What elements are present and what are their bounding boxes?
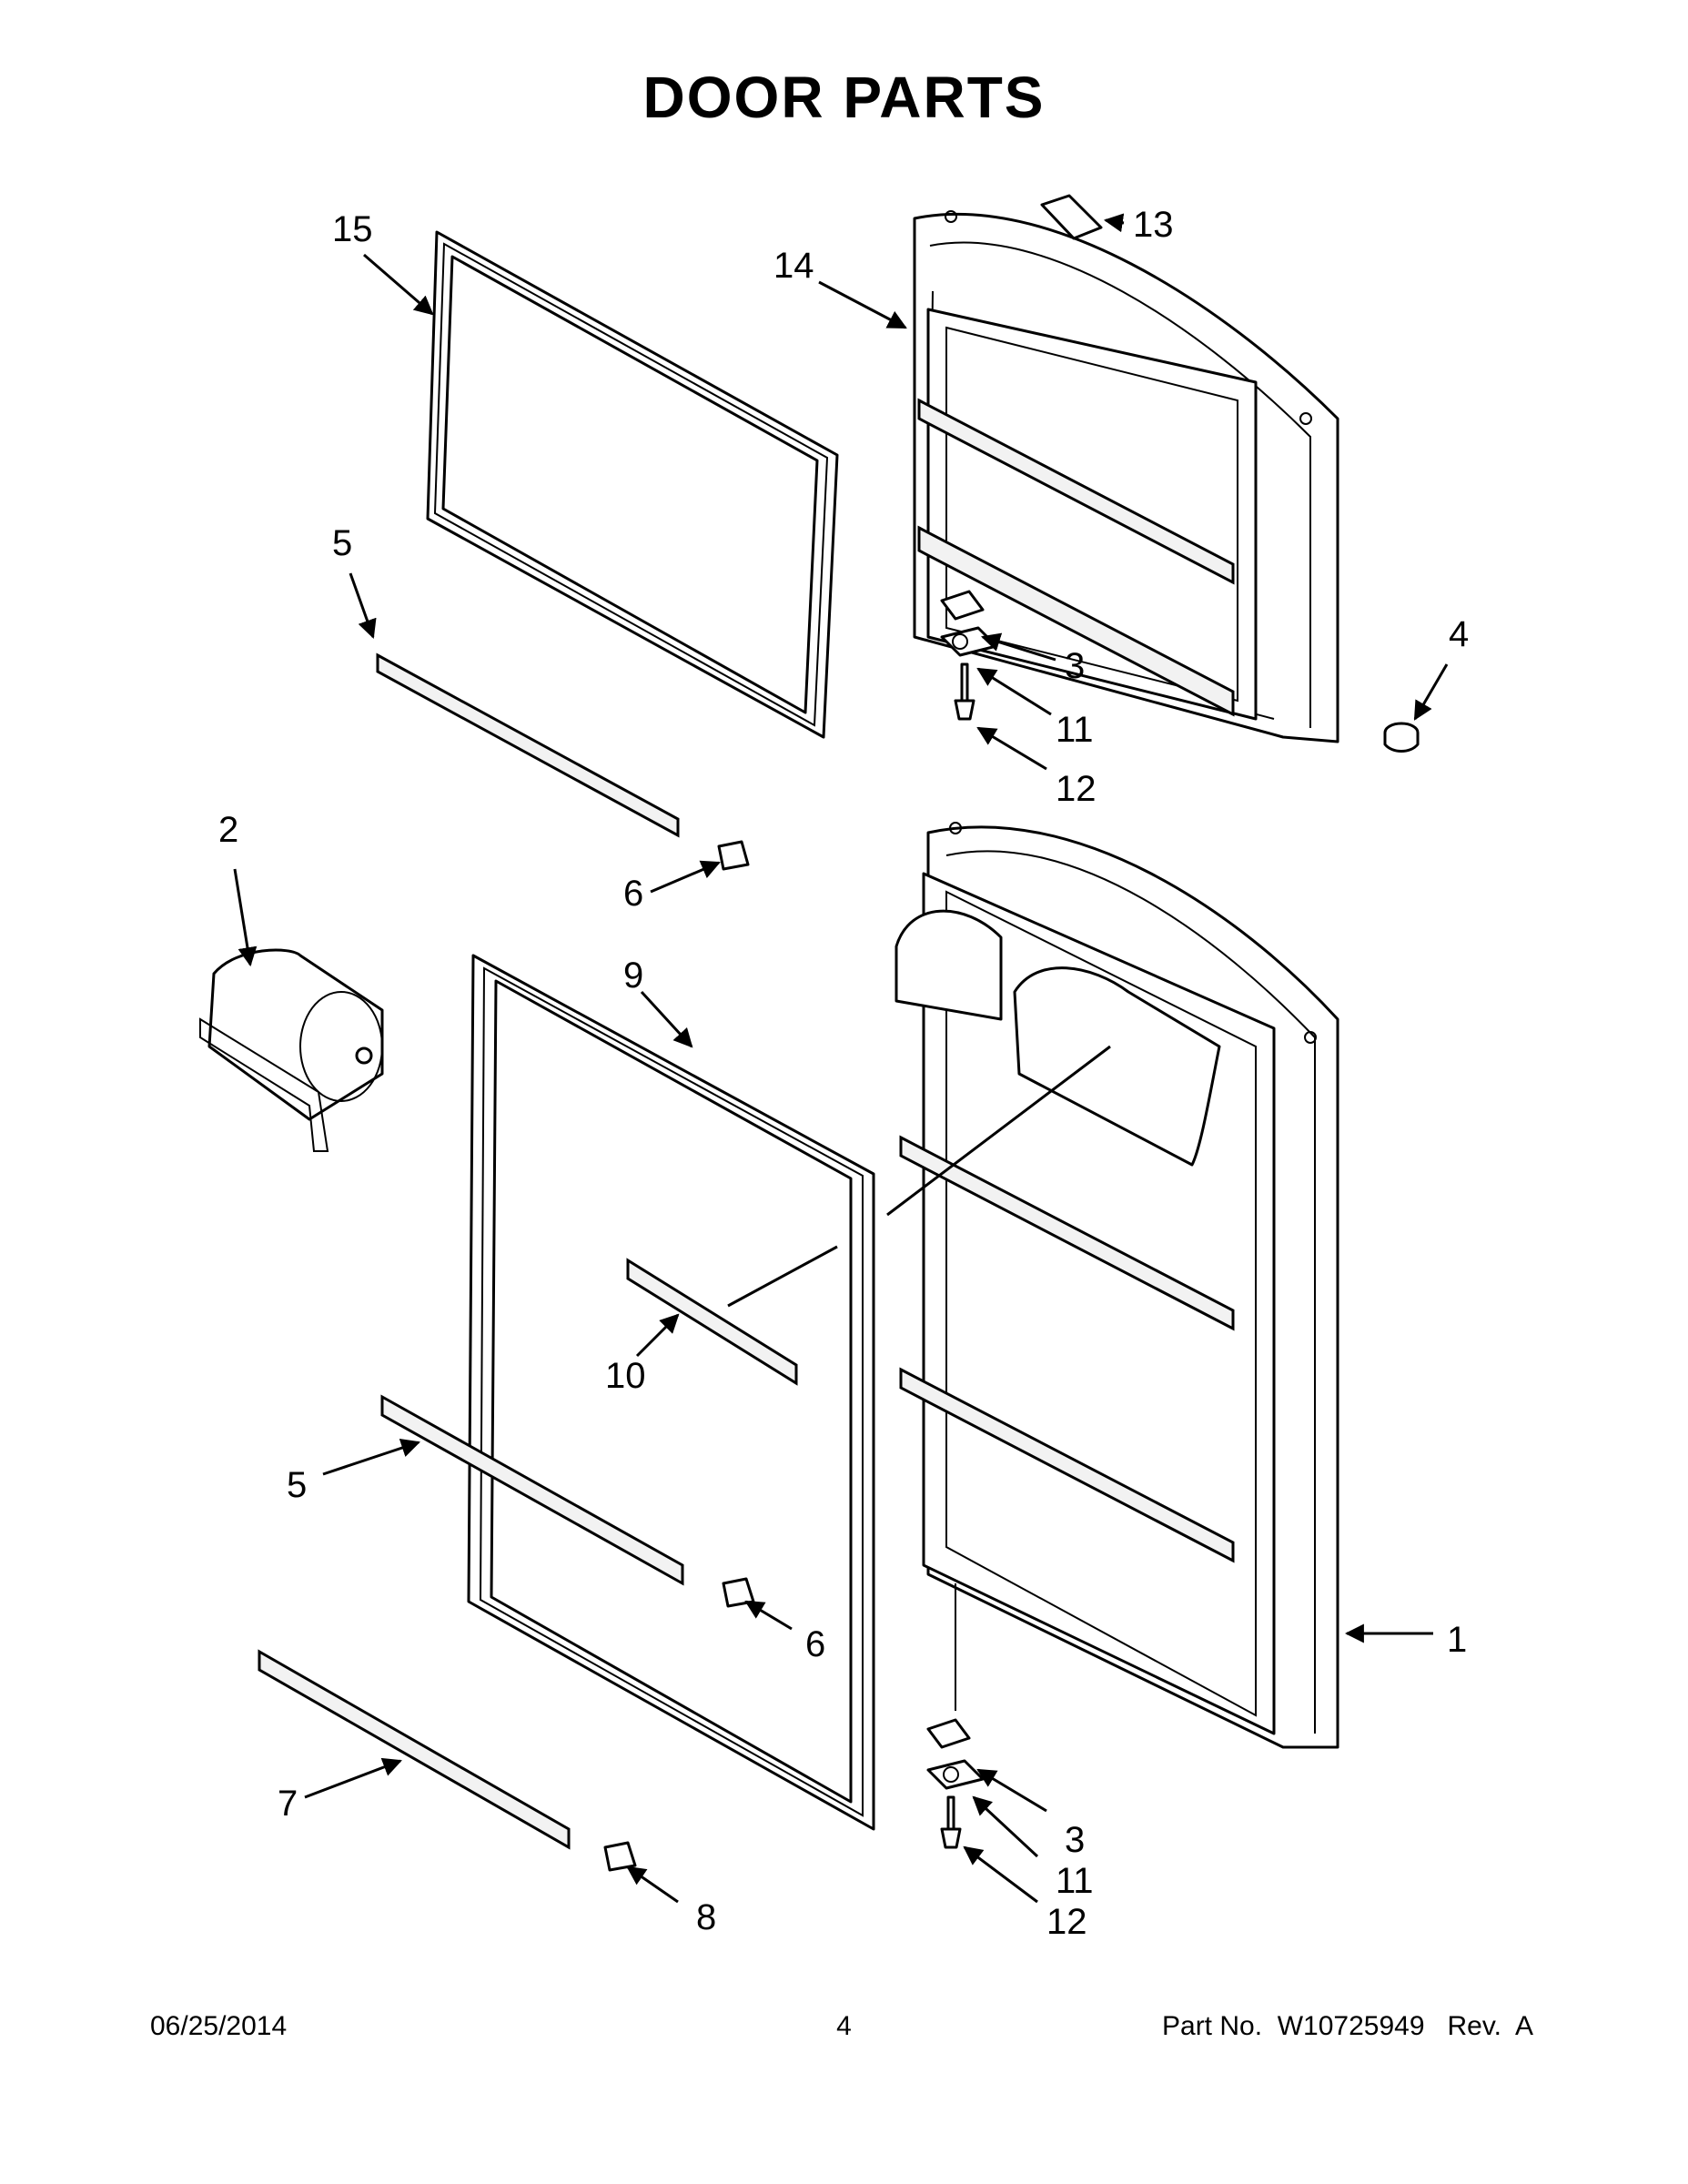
callout-3-upper: 3 [1065,646,1085,686]
callout-12-upper: 12 [1056,769,1097,809]
footer-date: 06/25/2014 [150,2011,288,2041]
fresh-food-door [895,822,1339,1749]
callout-3-lower: 3 [1065,1820,1085,1860]
callout-8: 8 [696,1897,716,1937]
label-plate [1040,194,1103,240]
callout-14: 14 [773,246,814,286]
callout-6-lower: 6 [805,1624,825,1664]
hinge-hole-plug [1383,722,1420,753]
callout-9: 9 [623,956,643,996]
freezer-door-gasket [426,230,839,739]
door-shelf-rail-lower [380,1394,684,1586]
fresh-food-door-gasket [467,954,875,1831]
end-cap-upper [717,840,750,871]
callout-12-lower: 12 [1046,1902,1087,1942]
dairy-compartment [199,948,384,1152]
callout-4: 4 [1449,614,1469,654]
callout-6-upper: 6 [623,874,643,914]
callout-10: 10 [605,1356,646,1396]
footer-page-number: 4 [836,2011,852,2041]
leader-lines [233,213,1449,1904]
callout-7: 7 [278,1784,298,1824]
door-rail-center [626,1258,798,1386]
end-cap-bottom [603,1841,637,1872]
callout-1: 1 [1447,1620,1467,1660]
callout-2: 2 [218,810,238,850]
callout-11-upper: 11 [1056,710,1094,750]
lower-hinge-assembly [926,1583,985,1849]
footer-part-number: Part No. W10725949 Rev. A [1162,2011,1533,2041]
callout-11-lower: 11 [1056,1861,1094,1901]
door-rail-bottom [258,1649,571,1850]
callout-13: 13 [1133,205,1174,245]
callout-15: 15 [332,209,373,249]
page-title: DOOR PARTS [642,65,1046,130]
freezer-door [913,210,1339,743]
door-shelf-rail-upper [376,652,680,838]
callout-5-lower: 5 [287,1465,307,1505]
callout-5-upper: 5 [332,523,352,563]
